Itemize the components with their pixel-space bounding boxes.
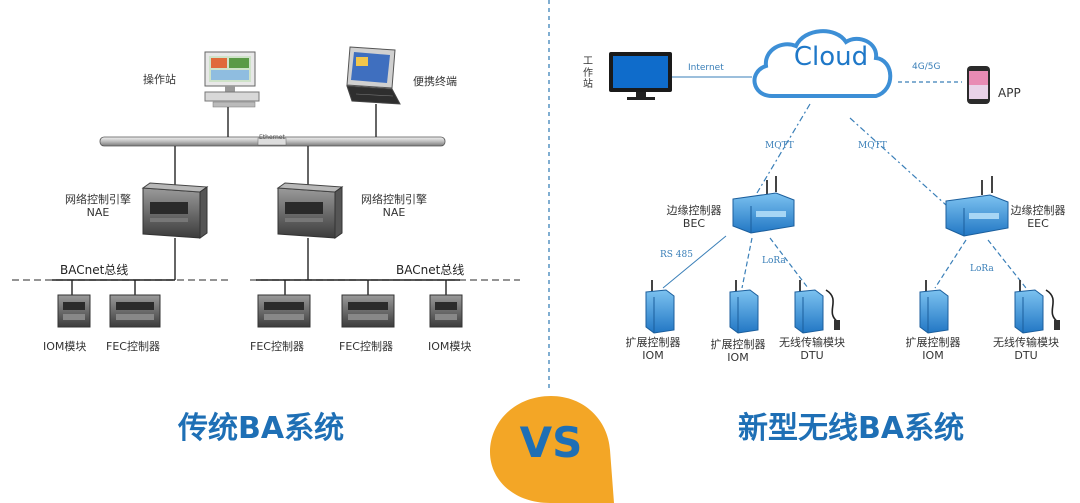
left-title: 传统BA系统 [178, 411, 345, 446]
module-label-3: 无线传输模块 DTU [774, 336, 850, 362]
device-label-2: FEC控制器 [106, 340, 160, 353]
module-1-name: 扩展控制器 [625, 336, 681, 349]
mqtt-1-label: MQTT [765, 141, 794, 151]
nae-1-code: NAE [86, 205, 110, 219]
device-label-4: FEC控制器 [339, 340, 393, 353]
module-1-code: IOM [642, 348, 664, 362]
mqtt-link-bec [756, 103, 811, 194]
mqtt-link-eec [849, 117, 947, 206]
ethernet-label: Ethernet [259, 134, 285, 141]
device-label-3: FEC控制器 [250, 340, 304, 353]
iom-module-device-1 [57, 294, 91, 328]
lora-2-label: LoRa [970, 264, 994, 274]
nae-1-label: 网络控制引擎 NAE [56, 193, 140, 219]
operator-pc-icon [204, 51, 260, 108]
iom-expansion-module-3 [919, 280, 949, 334]
eec-code: EEC [1027, 216, 1049, 230]
module-3-code: DTU [800, 348, 824, 362]
module-3-name: 无线传输模块 [779, 336, 845, 349]
smartphone-icon [967, 66, 990, 104]
device-label-1: IOM模块 [43, 340, 87, 353]
internet-label: Internet [688, 63, 724, 73]
network-label: 4G/5G [912, 62, 941, 72]
module-5-code: DTU [1014, 348, 1038, 362]
laptop-icon [346, 46, 401, 105]
bec-code: BEC [682, 216, 706, 230]
nae-2-label: 网络控制引擎 NAE [352, 193, 436, 219]
rs485-label: RS 485 [660, 250, 693, 260]
operator-station-label: 操作站 [143, 73, 176, 86]
module-label-4: 扩展控制器 IOM [898, 336, 968, 362]
module-label-2: 扩展控制器 IOM [703, 338, 773, 364]
module-4-code: IOM [922, 348, 944, 362]
bacnet-bus-1-label: BACnet总线 [60, 263, 129, 277]
nae-1-name: 网络控制引擎 [65, 193, 131, 206]
vs-badge-area: VS [488, 390, 614, 503]
iom-module-device-2 [429, 294, 463, 328]
workstation-label: 工作站 [583, 56, 593, 90]
iom-expansion-module-2 [729, 280, 759, 334]
portable-terminal-label: 便携终端 [413, 75, 457, 88]
bacnet-bus-2-label: BACnet总线 [396, 263, 465, 277]
fec-controller-device-1 [109, 294, 161, 328]
nae-controller-2 [276, 182, 344, 239]
cloud-icon [752, 29, 893, 98]
module-2-name: 扩展控制器 [710, 338, 766, 351]
module-label-5: 无线传输模块 DTU [988, 336, 1064, 362]
module-label-1: 扩展控制器 IOM [618, 336, 688, 362]
bec-label: 边缘控制器 BEC [658, 204, 730, 230]
app-label: APP [998, 86, 1021, 100]
fec-controller-device-3 [341, 294, 395, 328]
bec-edge-controller [732, 176, 795, 234]
lora-1-label: LoRa [762, 256, 786, 266]
nae-2-code: NAE [382, 205, 406, 219]
mqtt-2-label: MQTT [858, 141, 887, 151]
nae-controller-1 [141, 182, 209, 239]
right-title: 新型无线BA系统 [738, 411, 965, 446]
workstation-monitor-icon [609, 52, 672, 100]
eec-edge-controller [945, 176, 1009, 237]
ethernet-switch [257, 137, 287, 146]
cloud-label: Cloud [793, 42, 869, 72]
eec-label: 边缘控制器 EEC [1002, 204, 1074, 230]
module-5-name: 无线传输模块 [993, 336, 1059, 349]
device-label-5: IOM模块 [428, 340, 472, 353]
eec-name: 边缘控制器 [1010, 204, 1066, 217]
vs-text: VS [519, 418, 583, 467]
vs-badge [490, 396, 614, 503]
module-4-name: 扩展控制器 [905, 336, 961, 349]
bec-name: 边缘控制器 [666, 204, 722, 217]
iom-expansion-module-1 [645, 280, 675, 334]
nae-2-name: 网络控制引擎 [361, 193, 427, 206]
fec-controller-device-2 [257, 294, 311, 328]
dtu-wireless-module-2 [1014, 280, 1060, 334]
module-2-code: IOM [727, 350, 749, 364]
dtu-wireless-module-1 [794, 280, 840, 334]
